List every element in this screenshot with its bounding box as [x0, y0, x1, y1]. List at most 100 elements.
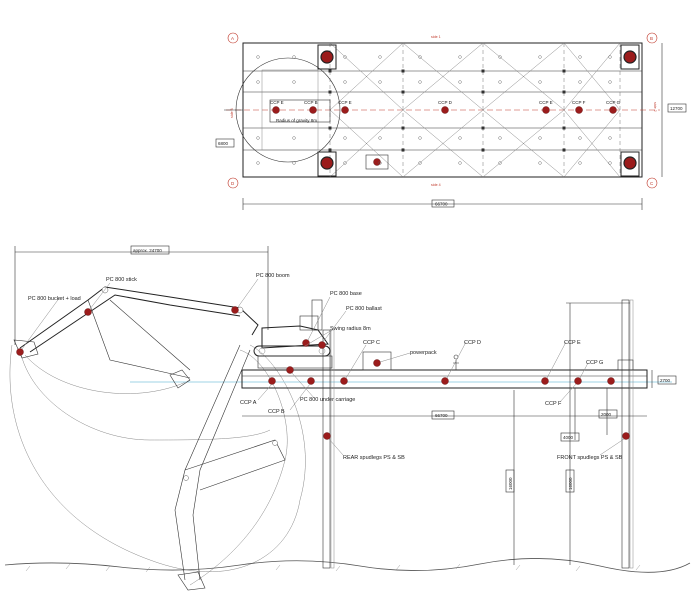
label-ccp-d: CCP D	[464, 340, 481, 346]
plan-marker	[538, 161, 542, 165]
plan-node	[562, 90, 566, 94]
label-boom: PC 800 boom	[256, 273, 290, 279]
spud-wells	[317, 44, 640, 177]
approx-dim: approx. 24700	[133, 248, 162, 253]
spud-dim-a: 4000	[563, 435, 574, 440]
plan-ccp-label-6: CCP F	[572, 100, 586, 105]
plan-node	[328, 126, 332, 130]
plan-marker	[538, 80, 542, 84]
ccp-rear-spud	[323, 432, 331, 440]
plan-marker	[538, 136, 542, 140]
label-ccp-a: CCP A	[240, 400, 257, 406]
plan-marker	[378, 55, 382, 59]
ccp-b	[307, 377, 315, 385]
plan-marker	[498, 80, 502, 84]
label-ccp-e: CCP E	[564, 340, 581, 346]
plan-marker	[578, 161, 582, 165]
plan-marker	[292, 55, 296, 59]
plan-node	[328, 90, 332, 94]
side-top-label: side 1	[431, 35, 441, 39]
ccp-base	[302, 339, 310, 347]
ccp-ballast	[318, 341, 326, 349]
plan-node	[562, 126, 566, 130]
ccp-boom	[231, 306, 239, 314]
plan-node	[401, 126, 405, 130]
plan-ccp-f	[575, 106, 583, 114]
plan-marker	[256, 80, 260, 84]
side-left-label: side 3	[230, 108, 234, 118]
ccp-powerpack	[373, 359, 381, 367]
plan-node	[401, 90, 405, 94]
plan-node	[562, 148, 566, 152]
plan-ccp-e	[341, 106, 349, 114]
plan-ccp-e-left	[272, 106, 280, 114]
plan-marker	[378, 80, 382, 84]
plan-width-dim: 12700	[670, 106, 683, 111]
plan-marker	[378, 136, 382, 140]
label-bucket: PC 800 bucket + load	[28, 296, 81, 302]
ccp-e	[541, 377, 549, 385]
plan-node	[481, 69, 485, 73]
plan-marker	[343, 136, 347, 140]
plan-marker	[578, 136, 582, 140]
pontoon	[241, 369, 648, 389]
plan-ccp-label-3: CCP E	[338, 100, 352, 105]
plan-node	[401, 69, 405, 73]
label-undercarriage: PC 800 under carriage	[300, 397, 355, 403]
plan-marker	[458, 161, 462, 165]
ccp-front-spud	[622, 432, 630, 440]
corner-a: A	[231, 36, 234, 41]
plan-ccp-g	[609, 106, 617, 114]
label-ccp-f: CCP F	[545, 401, 562, 407]
label-ccp-g: CCP G	[586, 360, 603, 366]
plan-marker	[458, 80, 462, 84]
label-ccp-c: CCP C	[363, 340, 380, 346]
plan-marker	[256, 55, 260, 59]
plan-view: CCP E CCP B CCP E CCP D CCP E CCP F CCP …	[215, 32, 687, 210]
ccp-g	[607, 377, 615, 385]
corner-markers: A B C D	[227, 32, 658, 189]
corner-c: C	[650, 181, 654, 186]
depth-dim-2: 16000	[568, 477, 573, 490]
plan-marker	[343, 80, 347, 84]
side-right-label: side 2	[653, 102, 657, 112]
side-bottom-label: side 4	[431, 183, 441, 187]
plan-ccp-d	[441, 106, 449, 114]
plan-marker	[418, 80, 422, 84]
plan-node	[328, 148, 332, 152]
rear-spudlegs	[322, 329, 335, 569]
ccp-c	[340, 377, 348, 385]
plan-ccp-label-5: CCP E	[539, 100, 553, 105]
plan-marker	[498, 161, 502, 165]
plan-marker	[343, 55, 347, 59]
ccp-d	[441, 377, 449, 385]
plan-node	[481, 126, 485, 130]
plan-marker	[292, 80, 296, 84]
plan-halfwidth-dim: 6800	[218, 141, 229, 146]
plan-marker	[458, 136, 462, 140]
plan-ccp-label-7: CCP G	[606, 100, 621, 105]
plan-marker	[578, 80, 582, 84]
plan-markers	[256, 55, 612, 165]
plan-marker	[608, 80, 612, 84]
plan-radius-note: Radius of gravity 8m	[276, 118, 317, 123]
powerpack-unit	[362, 351, 392, 371]
plan-marker	[608, 136, 612, 140]
ccp-bucket	[16, 348, 24, 356]
plan-length-dim: 66700	[435, 202, 448, 207]
plan-ccp-e-right	[542, 106, 550, 114]
plan-marker	[498, 55, 502, 59]
label-rear-spud: REAR spudlegs PS & SB	[343, 455, 405, 461]
height-dim: 2700	[660, 378, 671, 383]
seabed	[4, 558, 691, 573]
spud-dim-b: 2000	[601, 412, 612, 417]
plan-marker	[458, 55, 462, 59]
side-view: approx. 24700	[4, 245, 691, 591]
plan-node	[562, 69, 566, 73]
plan-marker	[256, 136, 260, 140]
excavator-digging	[169, 344, 286, 591]
plan-ccp-label-4: CCP D	[438, 100, 453, 105]
label-ballast: PC 800 ballast	[346, 306, 382, 312]
plan-marker	[256, 161, 260, 165]
label-radius: Swing radius 8m	[330, 326, 371, 332]
